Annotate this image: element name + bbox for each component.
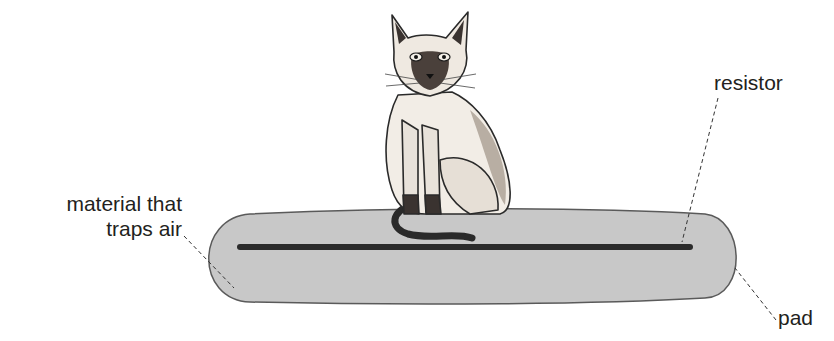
part-label: resistor [714,70,783,95]
part-label: pad [778,305,813,330]
part-label: material that traps air [14,191,182,241]
cat-illustration [385,12,510,238]
pad-shape [209,209,736,304]
resistor-symbol [240,244,690,250]
leader-lines [184,98,776,320]
